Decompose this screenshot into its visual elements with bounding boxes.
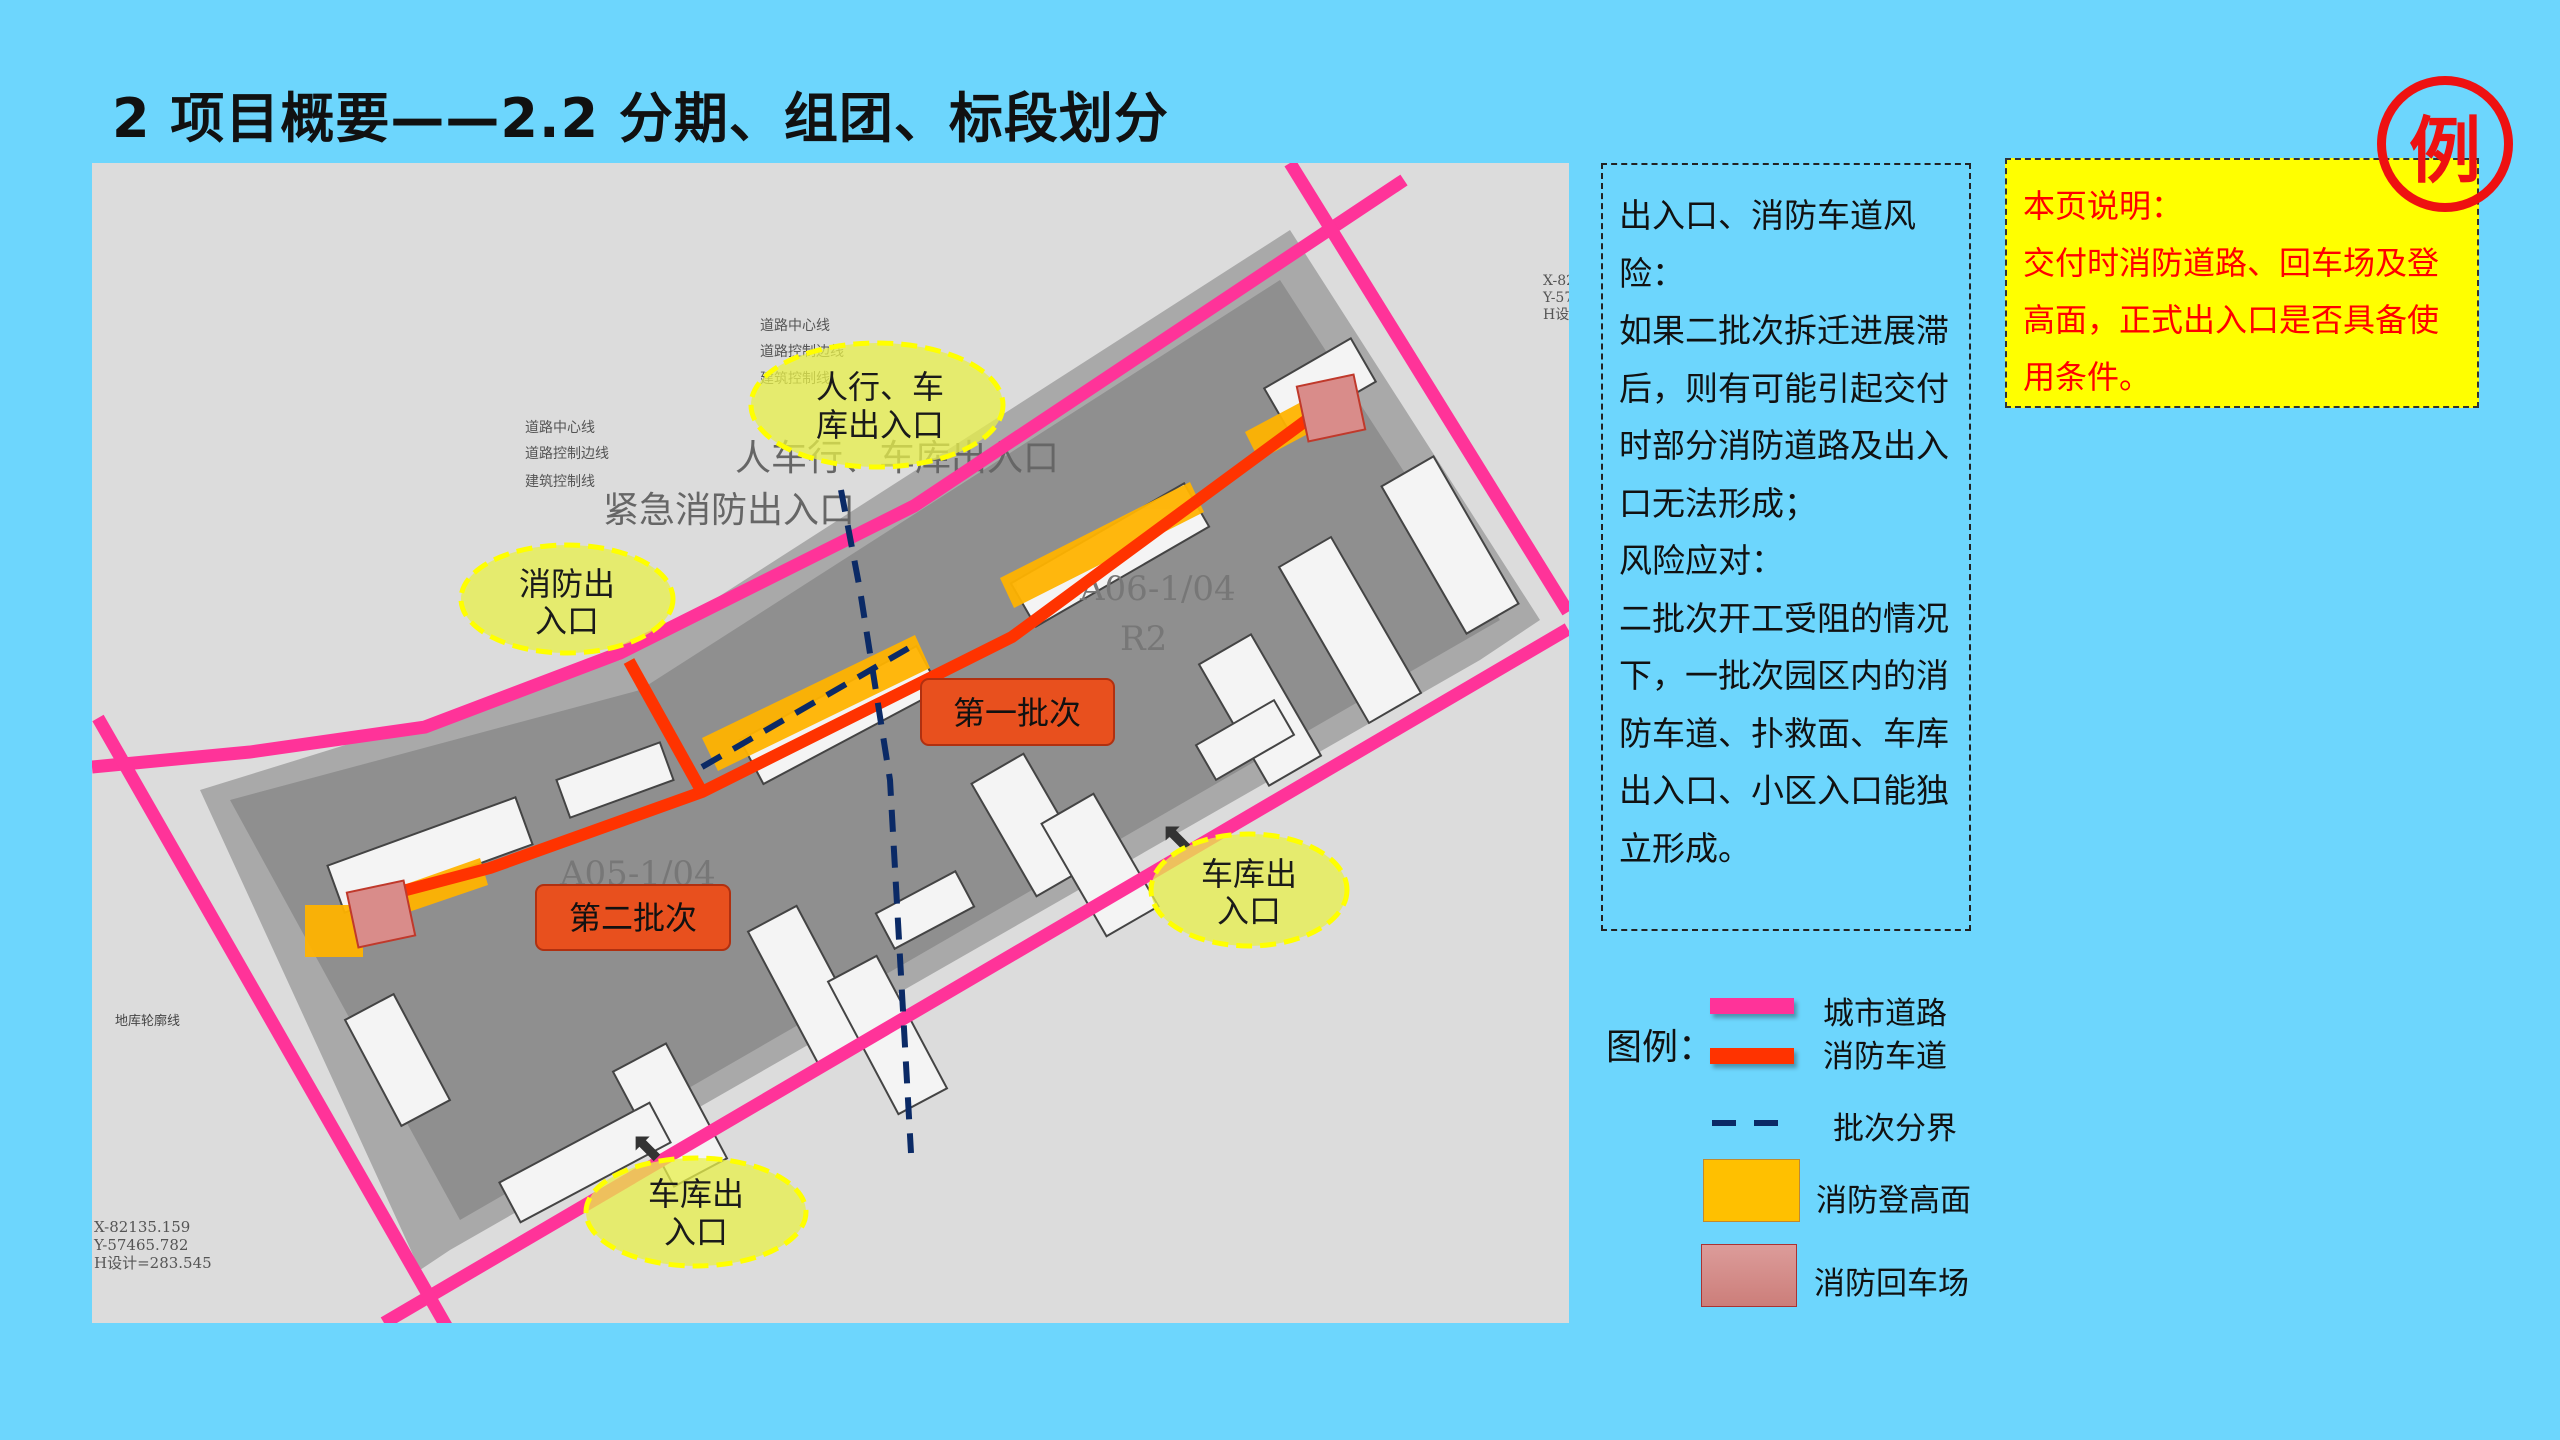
risk-line: 如果二批次拆迁进展滞 (1619, 311, 1949, 350)
note-line: 高面，正式出入口是否具备使 (2023, 301, 2440, 339)
note-line: 交付时消防道路、回车场及登 (2023, 244, 2440, 282)
risk-line: 口无法形成； (1619, 483, 1817, 523)
legend-label-batch-boundary: 批次分界 (1833, 1111, 1957, 1147)
risk-line: 下，一批次园区内的消 (1619, 656, 1949, 695)
risk-line: 后，则有可能引起交付 (1619, 368, 1949, 408)
legend-title: 图例： (1606, 1027, 1715, 1068)
risk-line: 防车道、扑救面、车库 (1619, 713, 1949, 753)
risk-panel: 出入口、消防车道风险： 如果二批次拆迁进展滞 后，则有可能引起交付 时部分消防道… (1601, 163, 1971, 931)
legend-label-city-road: 城市道路 (1823, 996, 1947, 1032)
risk-line: 立形成。 (1619, 828, 1751, 868)
legend-swatch-fire-lane (1710, 1048, 1794, 1064)
risk-line: 出入口、小区入口能独 (1619, 771, 1949, 810)
note-heading: 本页说明： (2023, 187, 2184, 225)
legend-swatch-turnaround (1701, 1244, 1797, 1307)
legend-swatch-aerial-platform (1703, 1159, 1800, 1222)
example-stamp: 例 (2377, 76, 2513, 212)
risk-line: 二批次开工受阻的情况 (1619, 598, 1949, 638)
risk-line: 出入口、消防车道风险： (1619, 196, 1916, 293)
note-line: 用条件。 (2023, 358, 2152, 396)
legend-label-fire-lane: 消防车道 (1823, 1039, 1947, 1075)
legend-swatch-batch-boundary (1712, 1120, 1736, 1126)
legend-swatch-city-road (1710, 998, 1794, 1014)
risk-line: 风险应对： (1619, 541, 1784, 580)
page-note-panel: 本页说明： 交付时消防道路、回车场及登 高面，正式出入口是否具备使 用条件。 (2005, 158, 2479, 408)
legend-label-aerial-platform: 消防登高面 (1816, 1183, 1971, 1219)
site-plan-map (92, 163, 1569, 1323)
risk-line: 时部分消防道路及出入 (1619, 426, 1949, 465)
page-title: 2 项目概要——2.2 分期、组团、标段划分 (112, 87, 1169, 150)
legend-label-turnaround: 消防回车场 (1814, 1266, 1969, 1302)
legend-swatch-batch-boundary (1754, 1120, 1778, 1126)
